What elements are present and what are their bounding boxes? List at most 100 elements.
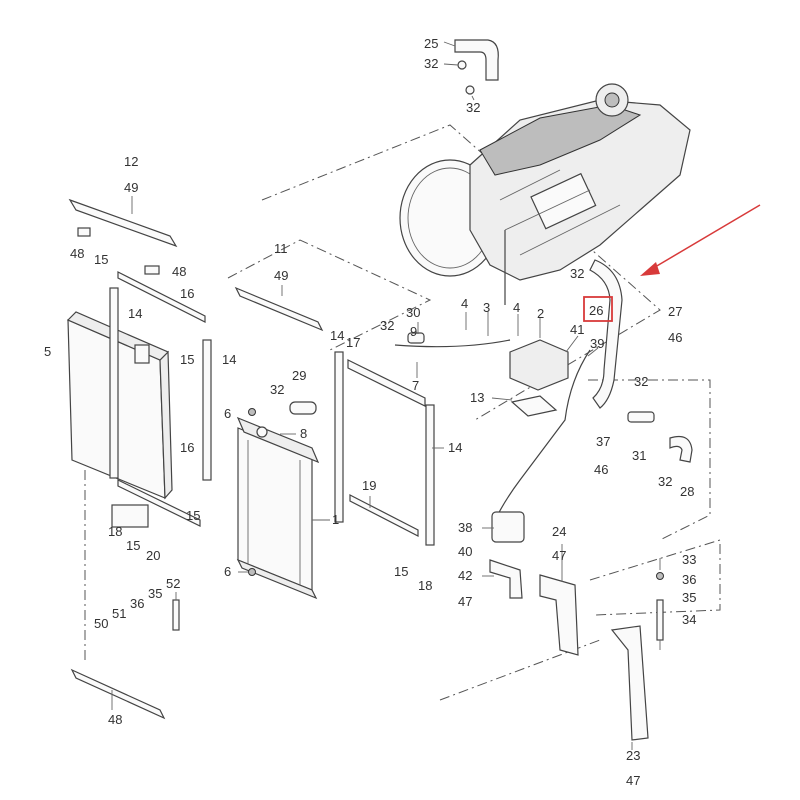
- callout-50: 50: [94, 616, 108, 631]
- right-bracket-group-outline: [588, 379, 711, 541]
- callout-33: 33: [682, 552, 696, 567]
- callout-14: 14: [448, 440, 462, 455]
- hose-29: [289, 401, 317, 415]
- hose-39: [494, 349, 591, 521]
- callout-12: 12: [124, 154, 138, 169]
- callout-36: 36: [130, 596, 144, 611]
- bracket-49-center: [234, 286, 324, 332]
- radiator-1-cap: [256, 426, 268, 438]
- callout-48: 48: [108, 712, 122, 727]
- fitting-31: [627, 411, 655, 423]
- rod-34: [656, 599, 664, 641]
- callout-42: 42: [458, 568, 472, 583]
- callout-14: 14: [128, 306, 142, 321]
- rod-14-right: [202, 339, 212, 481]
- rod-16-upper: [117, 271, 206, 323]
- callout-30: 30: [406, 305, 420, 320]
- callout-29: 29: [292, 368, 306, 383]
- callout-18: 18: [108, 524, 122, 539]
- callout-27: 27: [668, 304, 682, 319]
- rod-14-left: [109, 287, 119, 479]
- callout-32: 32: [466, 100, 480, 115]
- callout-19: 19: [362, 478, 376, 493]
- nut-33: [656, 572, 664, 580]
- highlight-arrow-head: [640, 262, 660, 276]
- hoses: [394, 259, 693, 521]
- callout-14: 14: [330, 328, 344, 343]
- bracket-20: [111, 504, 149, 528]
- callout-41: 41: [570, 322, 584, 337]
- top-hose-25: [454, 39, 499, 81]
- callout-18: 18: [418, 578, 432, 593]
- fitting-30: [407, 332, 425, 344]
- radiator-1-bottom-tank: [236, 558, 318, 600]
- callout-32: 32: [270, 382, 284, 397]
- engine-manifold: [530, 172, 597, 230]
- callout-20: 20: [146, 548, 160, 563]
- rod-52: [172, 599, 180, 631]
- callout-24: 24: [552, 524, 566, 539]
- callout-36: 36: [682, 572, 696, 587]
- callout-23: 23: [626, 748, 640, 763]
- callout-14: 14: [222, 352, 236, 367]
- callout-17: 17: [346, 335, 360, 350]
- callout-9: 9: [410, 324, 417, 339]
- bracket-48-bottom: [70, 668, 166, 720]
- callout-46: 46: [594, 462, 608, 477]
- engine-head: [479, 104, 642, 176]
- callout-16: 16: [180, 286, 194, 301]
- engine-detail-2: [504, 189, 591, 231]
- callout-37: 37: [596, 434, 610, 449]
- callout-15: 15: [186, 508, 200, 523]
- callout-46: 46: [668, 330, 682, 345]
- brackets-and-rods: [68, 198, 435, 546]
- callout-4: 4: [513, 300, 520, 315]
- radiator-core-5: [66, 311, 173, 500]
- callout-4: 4: [461, 296, 468, 311]
- callout-3: 3: [483, 300, 490, 315]
- highlight-arrow-line: [649, 204, 761, 271]
- callout-15: 15: [180, 352, 194, 367]
- rod-17: [347, 359, 426, 407]
- callout-35: 35: [148, 586, 162, 601]
- callout-15: 15: [126, 538, 140, 553]
- engine-assembly: [399, 83, 691, 305]
- callout-47: 47: [626, 773, 640, 788]
- pad-48-b: [144, 265, 160, 275]
- callout-28: 28: [680, 484, 694, 499]
- engine-detail-3: [519, 204, 621, 256]
- leader-lines: [111, 41, 661, 750]
- engine-detail-1: [499, 169, 561, 201]
- upper-radiator-group-outline: [227, 239, 432, 351]
- rod-16-lower: [117, 479, 201, 527]
- hose-26: [589, 259, 623, 409]
- rod-14-center-b: [425, 404, 435, 546]
- radiator-5-neck: [134, 344, 150, 364]
- bracket-24: [539, 574, 579, 656]
- plate-13: [510, 395, 558, 417]
- callout-25: 25: [424, 36, 438, 51]
- callout-48: 48: [70, 246, 84, 261]
- callout-32: 32: [380, 318, 394, 333]
- callout-6: 6: [224, 406, 231, 421]
- hose-38: [491, 511, 525, 543]
- callout-32: 32: [424, 56, 438, 71]
- callout-39: 39: [590, 336, 604, 351]
- hose-7: [394, 339, 511, 348]
- callout-11: 11: [274, 241, 288, 256]
- callout-48: 48: [172, 264, 186, 279]
- callout-38: 38: [458, 520, 472, 535]
- callout-52: 52: [166, 576, 180, 591]
- callout-47: 47: [458, 594, 472, 609]
- callout-34: 34: [682, 612, 696, 627]
- clamp-32-top-b: [465, 85, 475, 95]
- callout-32: 32: [634, 374, 648, 389]
- callout-16: 16: [180, 440, 194, 455]
- callout-32: 32: [570, 266, 584, 281]
- callout-2: 2: [537, 306, 544, 321]
- callout-40: 40: [458, 544, 472, 559]
- callout-8: 8: [300, 426, 307, 441]
- callout-47: 47: [552, 548, 566, 563]
